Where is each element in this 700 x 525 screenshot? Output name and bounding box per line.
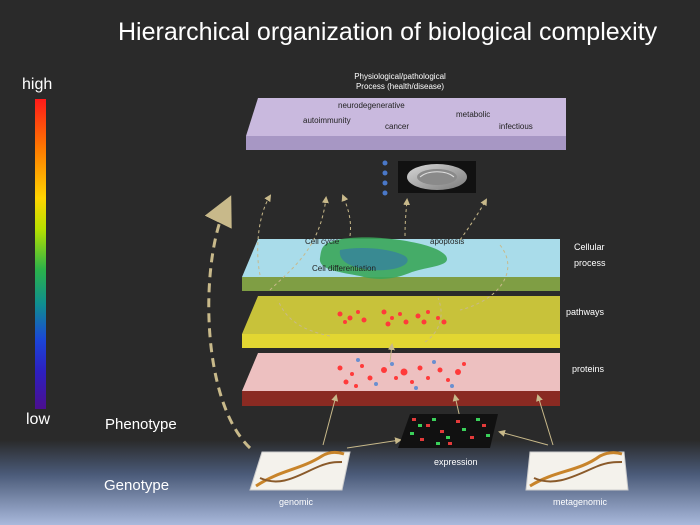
physiological-title: Physiological/pathological Process (heal… xyxy=(340,72,460,92)
cell-cycle-label: Cell cycle xyxy=(305,237,340,246)
proteins-layer xyxy=(242,353,560,406)
solid-arrows xyxy=(322,343,554,449)
scale-low-label: low xyxy=(26,411,51,428)
process-neurodegenerative: neurodegenerative xyxy=(338,101,405,110)
apoptosis-label: apoptosis xyxy=(430,237,465,246)
complexity-scale-bar xyxy=(35,99,46,409)
phenotype-arrow xyxy=(204,195,252,450)
genotype-label: Genotype xyxy=(104,477,170,494)
cellular-label-line2: process xyxy=(574,258,606,268)
cell-differentiation-label: Cell differentiation xyxy=(312,264,376,273)
physiological-title-line2: Process (health/disease) xyxy=(355,82,445,91)
page-title: Hierarchical organization of biological … xyxy=(118,18,658,46)
phenotype-label: Phenotype xyxy=(105,416,177,433)
cellular-process-label: Cellular process xyxy=(574,240,606,270)
process-metabolic: metabolic xyxy=(456,110,491,119)
expression-heatmap-image xyxy=(398,414,498,448)
cellular-layer xyxy=(242,237,560,291)
pathways-label: pathways xyxy=(566,307,605,317)
ellipsis-dots xyxy=(382,160,388,196)
genomic-dna-image xyxy=(249,450,351,491)
process-autoimmunity: autoimmunity xyxy=(303,116,351,125)
protein-network-dots xyxy=(337,358,466,390)
pathways-layer xyxy=(242,296,560,348)
physiological-title-line1: Physiological/pathological xyxy=(354,72,446,81)
process-cancer: cancer xyxy=(385,122,410,131)
proteins-label: proteins xyxy=(572,364,605,374)
physiological-layer xyxy=(246,98,566,150)
dashed-arrows xyxy=(257,194,509,343)
expression-label: expression xyxy=(434,457,478,467)
pathway-network-dots xyxy=(337,309,447,327)
brain-scan-image xyxy=(398,161,476,193)
genomic-label: genomic xyxy=(279,497,314,507)
scale-high-label: high xyxy=(22,76,53,93)
process-infectious: infectious xyxy=(499,122,533,131)
metagenomic-label: metagenomic xyxy=(553,497,608,507)
metagenomic-dna-image xyxy=(525,451,629,491)
cellular-label-line1: Cellular xyxy=(574,242,605,252)
